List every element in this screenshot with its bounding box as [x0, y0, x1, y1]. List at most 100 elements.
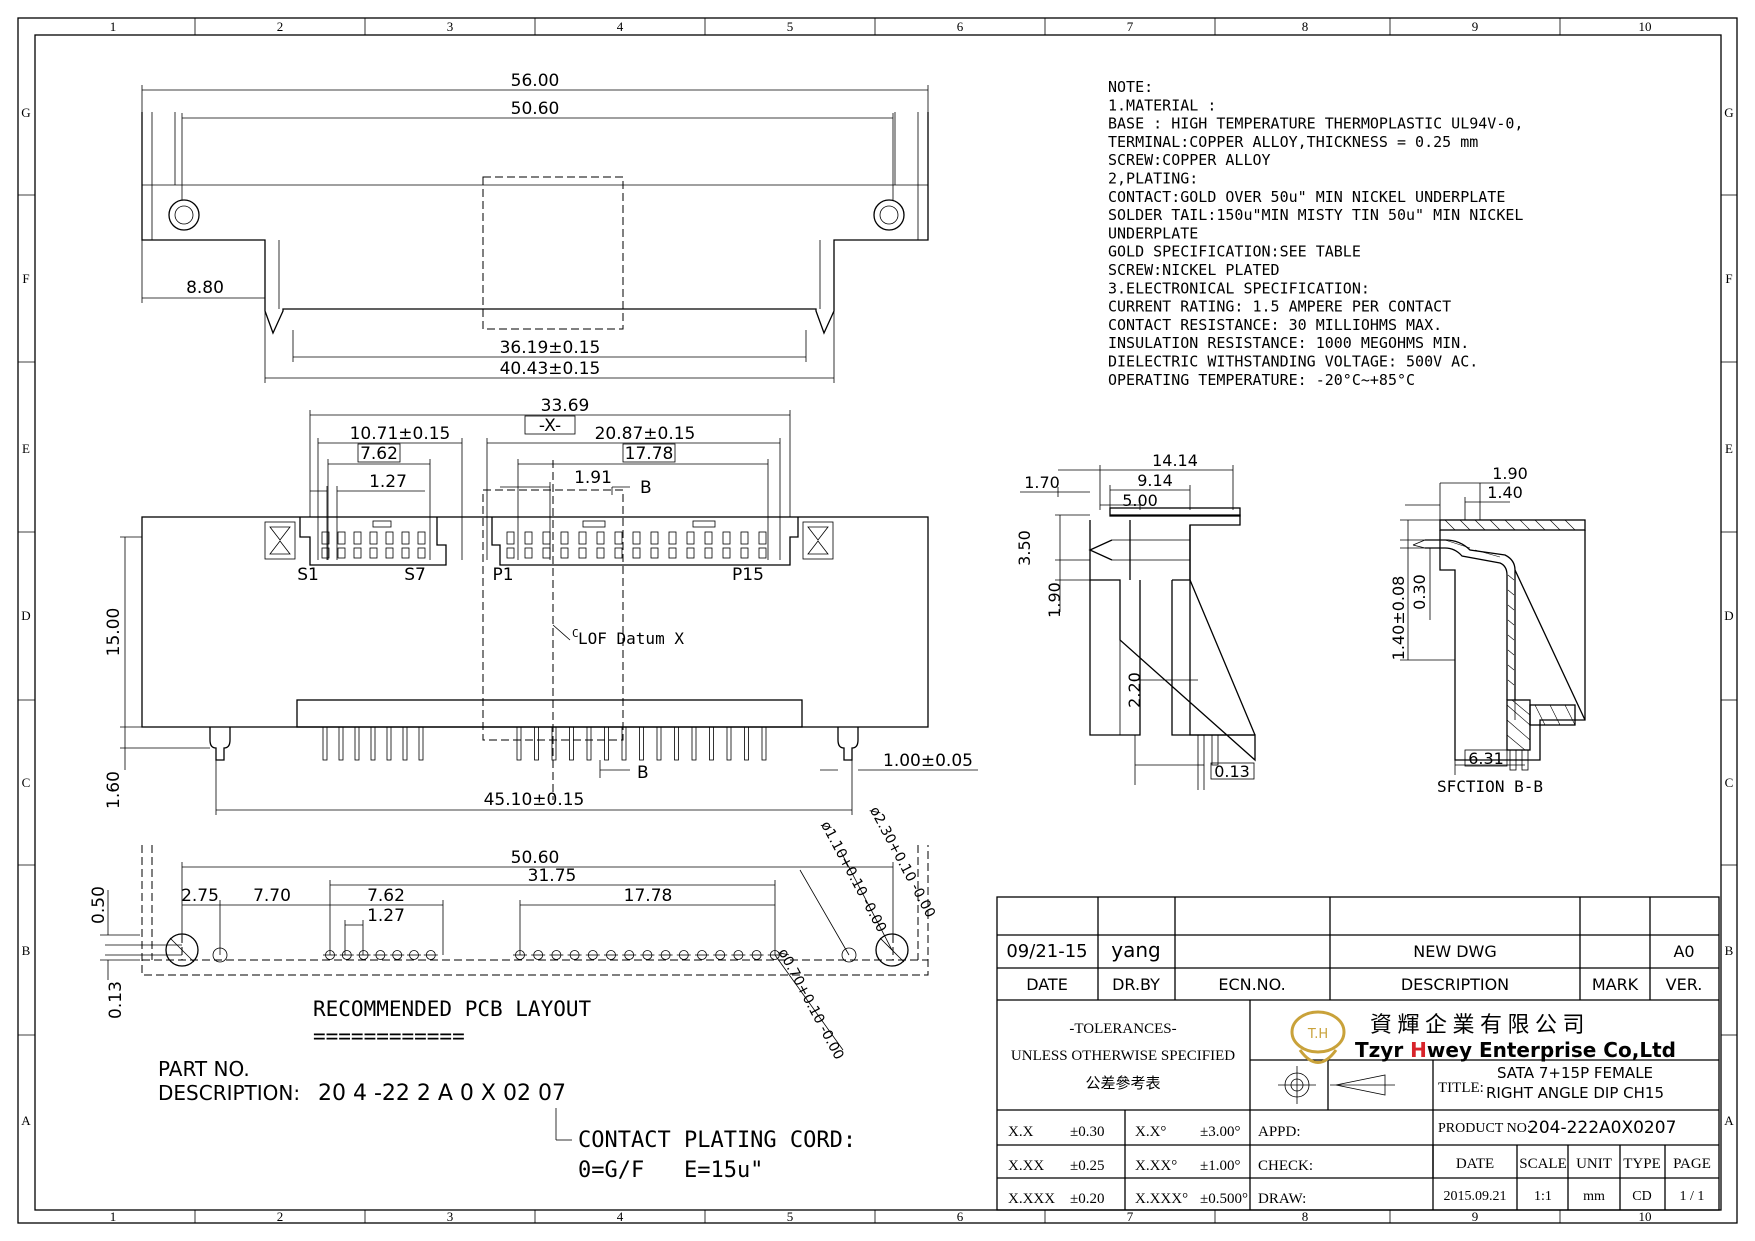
- p-contact: [524, 547, 533, 559]
- s-contact: [337, 531, 346, 545]
- datum-x: -X-: [539, 416, 561, 436]
- section-b-b: 1.90 1.40 0.30 1.40±0.08 6.31 SFCTION B-…: [1389, 464, 1586, 796]
- company-name-en: Tzyr Hwey Enterprise Co,Ltd: [1355, 1038, 1676, 1062]
- solder-tail: [621, 726, 627, 761]
- pcb-dim-0-13: 0.13: [106, 981, 126, 1019]
- s-contact: [321, 531, 330, 545]
- zone-col-top: 7: [1127, 19, 1134, 34]
- zone-col-bottom: 9: [1472, 1209, 1479, 1224]
- label-s7: S7: [404, 565, 426, 585]
- dim-56: 56.00: [511, 71, 560, 91]
- zone-row-right: A: [1724, 1113, 1734, 1128]
- solder-tail: [338, 726, 344, 761]
- side-dim-9-14: 9.14: [1137, 471, 1173, 490]
- pcb-dim-7-62: 7.62: [367, 886, 405, 906]
- note-line: SOLDER TAIL:150u"MIN MISTY TIN 50u" MIN …: [1108, 206, 1523, 224]
- p-contact: [596, 531, 605, 545]
- side-dim-2-20: 2.20: [1125, 672, 1144, 708]
- solder-tail: [604, 726, 609, 761]
- tolerance-cell: ±3.00°: [1200, 1124, 1240, 1140]
- zone-row-left: G: [21, 105, 30, 120]
- p-contact: [668, 531, 677, 545]
- dim-45-10: 45.10±0.15: [484, 790, 585, 810]
- p-contact: [758, 531, 767, 545]
- dim-1-27: 1.27: [369, 472, 407, 492]
- zone-row-right: F: [1725, 271, 1732, 286]
- solder-tail: [569, 726, 574, 761]
- zone-row-right: G: [1724, 105, 1733, 120]
- p-contact: [686, 531, 695, 545]
- hole-dia-0-70: ø0.70+0.10 -0.00: [775, 946, 847, 1062]
- dim-1-60: 1.60: [104, 771, 124, 809]
- side-dim-1-90: 1.90: [1045, 582, 1064, 618]
- value-page: 1 / 1: [1680, 1189, 1705, 1204]
- s-contact: [321, 547, 330, 559]
- centerline-symbol: C: [572, 627, 579, 640]
- pcb-layout-title: RECOMMENDED PCB LAYOUT: [313, 997, 592, 1021]
- dim-40-43: 40.43±0.15: [500, 359, 601, 379]
- s-contact: [369, 531, 378, 545]
- projection-symbol-icon: [1278, 1066, 1395, 1104]
- dim-8-80: 8.80: [186, 278, 224, 298]
- dim-20-87: 20.87±0.15: [595, 424, 696, 444]
- note-line: SCREW:NICKEL PLATED: [1108, 261, 1280, 279]
- p-contact: [704, 531, 713, 545]
- solder-tail: [551, 726, 557, 761]
- sec-dim-6-31: 6.31: [1468, 749, 1504, 768]
- tolerance-cell: X.XX°: [1135, 1158, 1177, 1174]
- p-contact: [668, 547, 677, 559]
- sec-dim-1-90: 1.90: [1492, 464, 1528, 483]
- note-line: CURRENT RATING: 1.5 AMPERE PER CONTACT: [1108, 298, 1451, 316]
- tolerances-note: UNLESS OTHERWISE SPECIFIED: [1011, 1048, 1235, 1064]
- solder-tail: [534, 726, 539, 761]
- p-contact: [632, 547, 641, 559]
- p-contact: [722, 531, 731, 545]
- note-line: DIELECTRIC WITHSTANDING VOLTAGE: 500V AC…: [1108, 353, 1478, 371]
- solder-tail: [726, 726, 732, 761]
- tolerance-cell: X.XX: [1008, 1158, 1044, 1174]
- hole-dia-1-10: ø1.10+0.10 -0.00: [817, 819, 889, 935]
- tolerance-cell: ±0.500°: [1200, 1191, 1248, 1207]
- p-contact: [542, 547, 551, 559]
- tolerance-cell: X.XXX°: [1135, 1191, 1188, 1207]
- dim-50-60: 50.60: [511, 99, 560, 119]
- solder-tail: [370, 726, 376, 761]
- product-no-label: PRODUCT NO:: [1438, 1121, 1531, 1136]
- dim-7-62: 7.62: [360, 444, 398, 464]
- value-scale: 1:1: [1534, 1189, 1552, 1204]
- title-block: 09/21-15 yang NEW DWG A0 DATE DR.BY ECN.…: [996, 896, 1720, 1211]
- note-line: SCREW:COPPER ALLOY: [1108, 151, 1271, 169]
- solder-tail: [586, 726, 592, 761]
- datum-x-label: LOF Datum X: [578, 629, 684, 648]
- value-type: CD: [1632, 1189, 1651, 1204]
- tolerance-cell: ±0.25: [1070, 1158, 1104, 1174]
- p-contact: [614, 547, 623, 559]
- tolerance-cell: ±0.20: [1070, 1191, 1104, 1207]
- top-view: 56.00 50.60 8.80 36.19±0.15 40.43±0.15: [141, 71, 929, 383]
- note-line: NOTE:: [1108, 78, 1153, 96]
- rev-version: A0: [1673, 942, 1694, 961]
- part-number-block: PART NO. DESCRIPTION: 20 4 -22 2 A 0 X 0…: [158, 1057, 856, 1183]
- p-contact: [506, 547, 515, 559]
- product-number: 204-222A0X0207: [1528, 1118, 1676, 1138]
- side-dim-14-14: 14.14: [1152, 451, 1198, 470]
- dim-36-19: 36.19±0.15: [500, 338, 601, 358]
- s-contact: [385, 531, 394, 545]
- solder-tail: [761, 726, 767, 761]
- tolerance-cell: X.X: [1008, 1124, 1034, 1140]
- s-contact: [353, 547, 362, 559]
- part-code: 20 4 -22 2 A 0 X 02 07: [318, 1081, 566, 1106]
- zone-row-right: E: [1725, 441, 1733, 456]
- solder-tail: [744, 726, 749, 761]
- company-name-en-pre: Tzyr: [1355, 1038, 1410, 1062]
- header-ecn: ECN.NO.: [1218, 975, 1285, 994]
- zone-col-top: 1: [110, 19, 117, 34]
- label-b-top: B: [640, 478, 652, 498]
- dim-1-00: 1.00±0.05: [883, 751, 973, 771]
- zone-col-bottom: 8: [1302, 1209, 1309, 1224]
- zone-col-bottom: 3: [447, 1209, 454, 1224]
- zone-col-top: 8: [1302, 19, 1309, 34]
- description-label: DESCRIPTION:: [158, 1081, 300, 1105]
